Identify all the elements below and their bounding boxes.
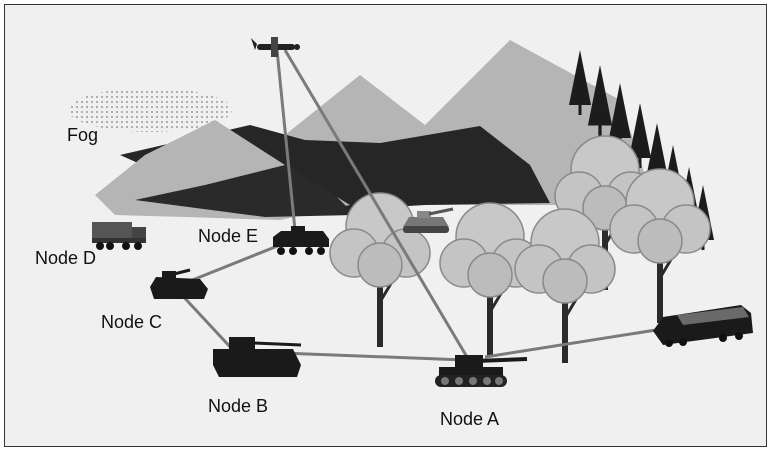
link-node-c-node-b	[178, 291, 235, 352]
node-a-label: Node A	[440, 409, 500, 429]
battlefield-scene	[68, 37, 753, 387]
tank-icon	[213, 337, 302, 377]
tank-icon	[403, 207, 454, 233]
link-aircraft-node-e	[275, 49, 297, 231]
node-c-label: Node C	[101, 312, 163, 332]
link-aircraft-node-a	[283, 49, 469, 358]
node-d-label: Node D	[35, 248, 97, 268]
node-b-label: Node B	[208, 396, 269, 416]
aircraft-icon	[251, 37, 300, 57]
link-node-a-tank-right	[484, 325, 676, 359]
fog-label: Fog	[67, 125, 99, 145]
mountain-icon	[95, 40, 645, 220]
node-e-label: Node E	[198, 226, 259, 246]
armored-vehicle-icon	[273, 226, 329, 255]
armored-vehicle-icon	[653, 305, 753, 347]
link-node-e-node-c	[184, 243, 281, 285]
fog-icon	[68, 88, 232, 132]
tank-icon	[150, 268, 208, 299]
network-diagram: Fog Node D Node E Node C Node B Node A	[4, 4, 767, 447]
tank-icon	[435, 355, 528, 387]
truck-icon	[92, 222, 146, 250]
